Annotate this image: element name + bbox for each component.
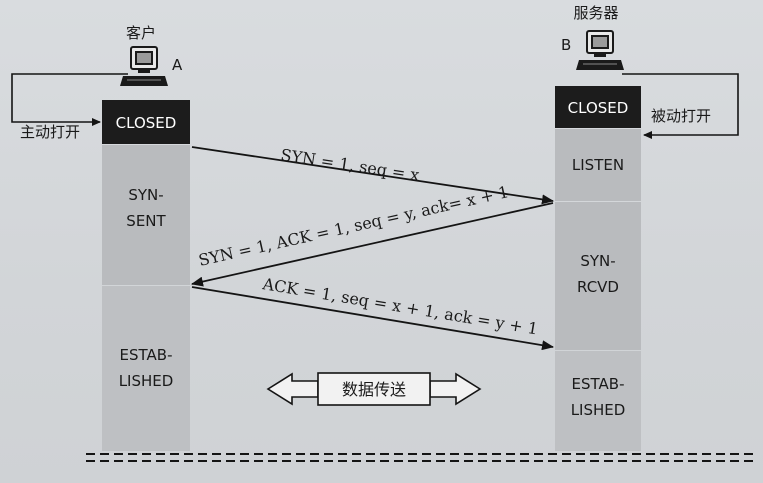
client-active-open-arrow	[11, 73, 128, 126]
client-syn-sent-label-1: SYN-	[128, 186, 163, 204]
server-closed-box	[555, 86, 641, 128]
timeline-continuation-dashes	[86, 453, 758, 462]
server-label: 服务器	[573, 4, 618, 22]
server-syn-rcvd-box	[555, 202, 641, 350]
client-established-label-2: LISHED	[119, 372, 174, 390]
client-syn-sent-box	[102, 145, 190, 285]
server-syn-rcvd-label-2: RCVD	[577, 278, 619, 296]
client-established-label-1: ESTAB-	[120, 346, 173, 364]
server-listen-label: LISTEN	[572, 156, 624, 174]
syn-ack-message-label: SYN = 1, ACK = 1, seq = y, ack= x + 1	[197, 182, 511, 270]
server-passive-open-arrow	[622, 73, 739, 139]
client-syn-sent-label-2: SENT	[126, 212, 166, 230]
client-closed-label: CLOSED	[116, 114, 177, 132]
ack-message-label: ACK = 1, seq = x + 1, ack = y + 1	[260, 274, 539, 338]
server-letter: B	[561, 36, 571, 54]
syn-ack-arrow	[191, 202, 554, 287]
data-transfer-box	[317, 372, 431, 406]
syn-message-label: SYN = 1, seq = x	[279, 145, 420, 184]
syn-arrow	[191, 146, 554, 205]
client-computer-icon	[120, 46, 168, 86]
client-established-box	[102, 286, 190, 451]
server-closed-label: CLOSED	[568, 99, 629, 117]
client-active-open-label: 主动打开	[20, 123, 80, 141]
client-label: 客户	[126, 24, 156, 42]
data-transfer-label: 数据传送	[342, 380, 406, 399]
client-letter: A	[172, 56, 183, 74]
server-established-label-1: ESTAB-	[572, 375, 625, 393]
server-syn-rcvd-label-1: SYN-	[580, 252, 615, 270]
ack-arrow	[191, 286, 554, 351]
server-established-box	[555, 351, 641, 451]
client-closed-box	[102, 100, 190, 144]
server-listen-box	[555, 129, 641, 201]
server-passive-open-label: 被动打开	[651, 107, 711, 125]
server-computer-icon	[576, 30, 624, 70]
server-established-label-2: LISHED	[571, 401, 626, 419]
